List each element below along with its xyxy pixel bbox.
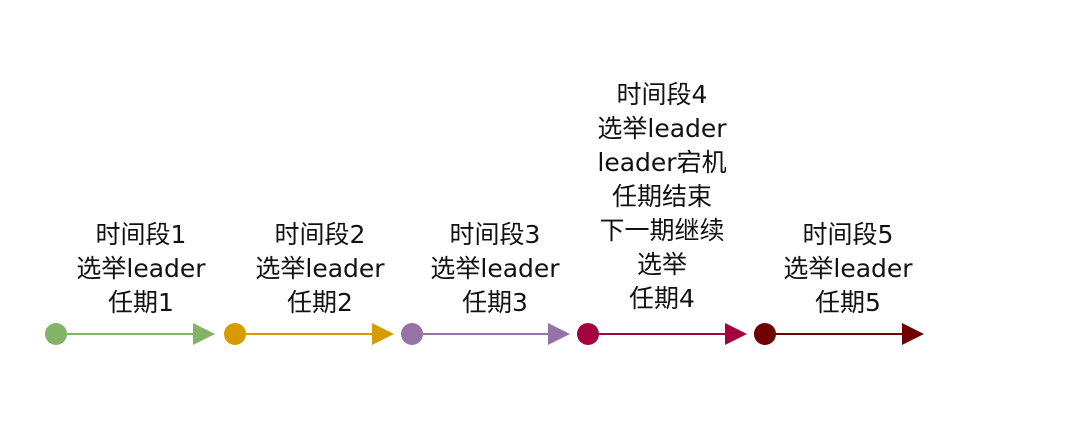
segment-3-election: 选举leader	[430, 254, 560, 283]
segment-5-start-dot	[754, 323, 776, 345]
segment-4-arrow	[577, 323, 747, 345]
segment-5-election: 选举leader	[783, 254, 913, 283]
segment-4-term: 任期4	[629, 284, 695, 313]
segment-5-arrowhead	[902, 323, 924, 345]
segment-2-start-dot	[224, 323, 246, 345]
segment-4-election: 选举leader	[597, 114, 727, 143]
segment-1-election: 选举leader	[76, 254, 206, 283]
segment-4-leader-down: leader宕机	[597, 148, 727, 177]
segment-3-period: 时间段3	[449, 220, 541, 249]
segment-3-arrow	[401, 323, 570, 345]
segment-4-elect: 选举	[636, 250, 687, 279]
segment-4-period: 时间段4	[616, 80, 708, 109]
segment-1-arrowhead	[193, 323, 215, 345]
segment-3-label: 时间段3 选举leader 任期3	[395, 218, 595, 320]
segment-1-term: 任期1	[108, 288, 174, 317]
segment-3-arrowhead	[548, 323, 570, 345]
segment-4-arrowhead	[725, 323, 747, 345]
segment-4-next-term: 下一期继续	[599, 216, 725, 245]
segment-4-label: 时间段4 选举leader leader宕机 任期结束 下一期继续 选举 任期4	[562, 78, 762, 316]
segment-4-start-dot	[577, 323, 599, 345]
segment-1-label: 时间段1 选举leader 任期1	[41, 218, 241, 320]
segment-5-label: 时间段5 选举leader 任期5	[748, 218, 948, 320]
segment-2-label: 时间段2 选举leader 任期2	[220, 218, 420, 320]
segment-3-term: 任期3	[462, 288, 528, 317]
segment-2-arrow	[224, 323, 394, 345]
segment-2-period: 时间段2	[274, 220, 366, 249]
segment-5-arrow	[754, 323, 924, 345]
segment-3-start-dot	[401, 323, 423, 345]
segment-2-term: 任期2	[287, 288, 353, 317]
segment-1-arrow	[45, 323, 215, 345]
segment-2-election: 选举leader	[255, 254, 385, 283]
segment-1-period: 时间段1	[95, 220, 187, 249]
segment-4-term-end: 任期结束	[611, 182, 712, 211]
segment-1-start-dot	[45, 323, 67, 345]
segment-5-term: 任期5	[815, 288, 881, 317]
segment-2-arrowhead	[372, 323, 394, 345]
segment-5-period: 时间段5	[802, 220, 894, 249]
